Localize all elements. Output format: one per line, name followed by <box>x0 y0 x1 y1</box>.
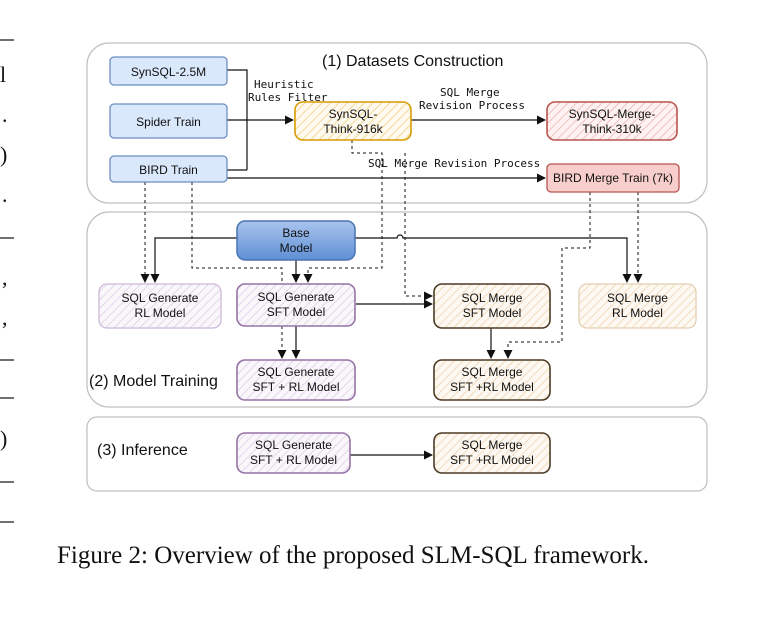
margin-mark: , <box>2 305 8 330</box>
node-sql-generate-rl <box>98 283 222 329</box>
node-sql-merge-sft-rl <box>433 359 551 401</box>
node-label: BIRD Merge Train (7k) <box>553 171 673 185</box>
node-inference-sql-merge <box>433 432 551 474</box>
node-base-model <box>236 220 356 261</box>
margin-mark: l <box>0 62 6 87</box>
node-inference-sql-generate <box>236 432 351 474</box>
node-label: SFT Model <box>267 305 325 319</box>
panel-training <box>86 211 708 408</box>
figure-caption: Figure 2: Overview of the proposed SLM-S… <box>57 542 650 569</box>
node-label: SQL Generate <box>122 291 199 305</box>
node-label: BIRD Train <box>139 163 198 177</box>
edge-label-merge-top-1: SQL Merge <box>440 86 500 99</box>
node-label: Spider Train <box>136 115 201 129</box>
node-spider-train <box>109 103 228 139</box>
node-label: SFT +RL Model <box>450 380 534 394</box>
node-label: SFT + RL Model <box>252 380 339 394</box>
margin-mark: . <box>2 102 8 127</box>
node-bird-merge-train <box>546 163 680 193</box>
node-label: RL Model <box>135 306 186 320</box>
margin-fragments: l . ) . , , ) <box>0 39 14 523</box>
node-label: Think-310k <box>582 122 642 136</box>
section-title-inference: (3) Inference <box>97 442 188 459</box>
node-synsql-merge-think-310k <box>546 101 678 141</box>
dashed-edges <box>140 140 643 359</box>
section-title-training: (2) Model Training <box>89 373 218 390</box>
edge-label-heuristic-2: Rules Filter <box>248 91 328 104</box>
node-label: SynSQL-Merge- <box>569 107 656 121</box>
node-sql-merge-rl <box>578 283 697 329</box>
edge-label-heuristic-1: Heuristic <box>254 78 314 91</box>
node-label: SQL Generate <box>258 290 335 304</box>
node-synsql-2.5m <box>109 56 228 86</box>
node-label: Model <box>280 241 313 255</box>
node-label: RL Model <box>612 306 663 320</box>
node-label: SQL Merge <box>607 291 668 305</box>
node-synsql-think-916k <box>294 101 412 141</box>
edge-label-merge-top-2: Revision Process <box>419 99 525 112</box>
node-label: SynSQL-2.5M <box>131 65 206 79</box>
margin-mark: ) <box>0 142 7 167</box>
node-label: SQL Merge <box>462 365 523 379</box>
edge-label-merge-mid: SQL Merge Revision Process <box>368 157 540 170</box>
margin-mark: ) <box>0 426 7 451</box>
node-label: SFT Model <box>463 306 521 320</box>
node-label: SynSQL- <box>329 107 378 121</box>
node-label: Base <box>282 226 310 240</box>
node-label: SFT + RL Model <box>250 453 337 467</box>
margin-mark: , <box>2 265 8 290</box>
node-label: SQL Merge <box>462 291 523 305</box>
margin-mark: . <box>2 182 8 207</box>
section-title-datasets: (1) Datasets Construction <box>322 53 503 70</box>
node-label: SQL Merge <box>462 438 523 452</box>
node-sql-generate-sft-rl <box>236 359 356 401</box>
framework-diagram: l . ) . , , ) (1) Datasets Construction … <box>0 39 708 523</box>
node-label: SFT +RL Model <box>450 453 534 467</box>
node-label: Think-916k <box>323 122 383 136</box>
node-bird-train <box>109 155 228 183</box>
node-sql-merge-sft <box>433 283 551 329</box>
node-label: SQL Generate <box>255 438 332 452</box>
node-sql-generate-sft <box>236 283 356 327</box>
solid-edges <box>150 69 632 460</box>
node-label: SQL Generate <box>258 365 335 379</box>
